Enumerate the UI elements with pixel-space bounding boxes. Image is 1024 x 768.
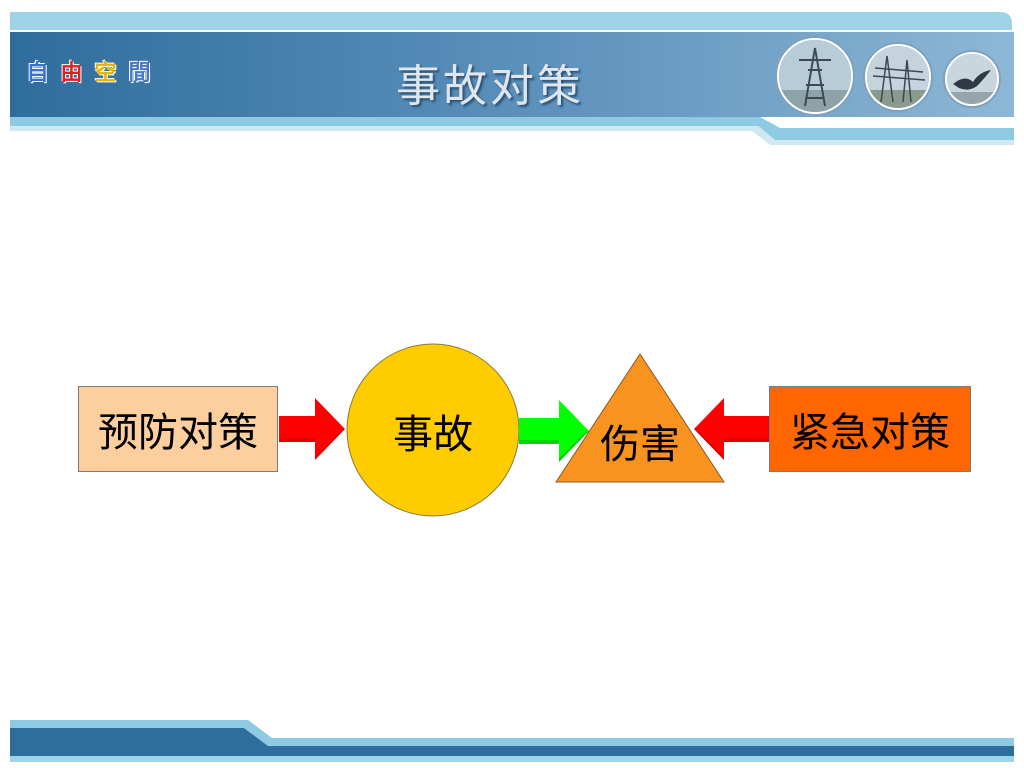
arrow-prevention-to-accident bbox=[279, 398, 345, 460]
footer-band bbox=[10, 720, 1014, 762]
logo-char-3: 空 bbox=[94, 61, 117, 86]
logo-char-1: 自 bbox=[26, 61, 49, 86]
emergency-box: 紧急对策 bbox=[769, 386, 971, 472]
page-title: 事故对策 bbox=[396, 61, 584, 112]
logo: 自 由 空 間 bbox=[22, 60, 155, 88]
prevention-box: 预防对策 bbox=[78, 386, 278, 472]
bird-photo bbox=[945, 52, 999, 106]
accident-label: 事故 bbox=[393, 412, 473, 458]
logo-char-2: 由 bbox=[60, 61, 83, 86]
logo-char-4: 間 bbox=[128, 61, 151, 86]
power-lines-photo bbox=[865, 44, 931, 110]
power-tower-photo bbox=[777, 38, 853, 114]
arrow-emergency-to-harm bbox=[694, 398, 770, 460]
harm-label: 伤害 bbox=[600, 422, 680, 468]
harm-triangle bbox=[555, 353, 725, 483]
arrow-accident-to-harm bbox=[519, 400, 589, 462]
